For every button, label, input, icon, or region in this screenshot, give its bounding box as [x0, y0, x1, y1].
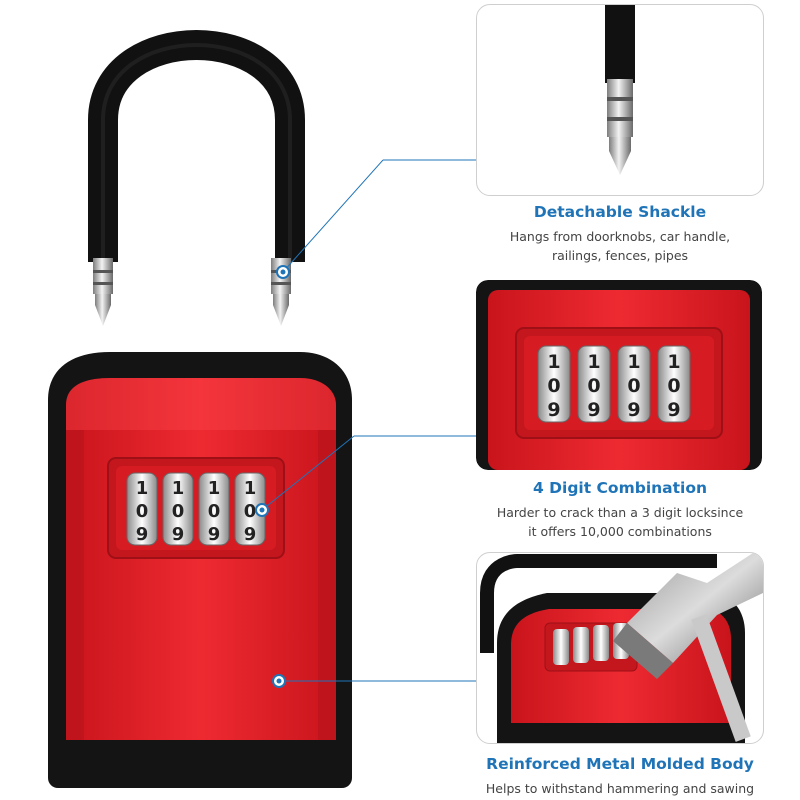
closeup-dial-4: 1 0 9 [657, 345, 691, 423]
detail-panel-shackle [476, 4, 764, 196]
main-lockbox [48, 352, 352, 788]
hammer-test-image [480, 553, 763, 743]
main-dial-3-bot: 9 [208, 524, 221, 545]
svg-text:9: 9 [627, 399, 640, 421]
feature-title: Detachable Shackle [533, 203, 707, 221]
main-dial-4-mid: 0 [244, 501, 257, 522]
svg-text:0: 0 [547, 375, 560, 397]
svg-text:1: 1 [547, 351, 560, 373]
closeup-dial-2: 1 0 9 [577, 345, 611, 423]
main-dial-1-top: 1 [136, 478, 149, 499]
hammer-icon [613, 553, 763, 742]
svg-text:0: 0 [627, 375, 640, 397]
shackle-pin-closeup [605, 5, 635, 175]
main-shackle [88, 30, 305, 326]
callout-line-dial [261, 435, 355, 511]
feature-4-digit-combination: 4 Digit Combination Harder to crack than… [460, 479, 780, 541]
main-dial-1[interactable]: 1 0 9 [126, 472, 158, 546]
feature-desc: Harder to crack than a 3 digit locksince… [496, 505, 744, 539]
dial-closeup: 1 0 9 1 0 9 1 0 9 1 0 9 [476, 280, 762, 470]
main-dial-2-bot: 9 [172, 524, 185, 545]
callout-dots [255, 157, 506, 688]
shackle-pin-left [93, 258, 113, 326]
svg-text:1: 1 [627, 351, 640, 373]
svg-text:9: 9 [547, 399, 560, 421]
feature-detachable-shackle: Detachable Shackle Hangs from doorknobs,… [460, 203, 780, 265]
main-dial-3[interactable]: 1 0 9 [198, 472, 230, 546]
closeup-dial-1: 1 0 9 [537, 345, 571, 423]
svg-text:0: 0 [587, 375, 600, 397]
svg-text:9: 9 [587, 399, 600, 421]
feature-title: 4 Digit Combination [532, 479, 708, 497]
svg-text:1: 1 [587, 351, 600, 373]
main-dials: 1 0 9 1 0 9 1 0 9 1 0 9 [126, 472, 266, 546]
main-dial-1-mid: 0 [136, 501, 149, 522]
main-dial-1-bot: 9 [136, 524, 149, 545]
feature-title: Reinforced Metal Molded Body [486, 755, 754, 773]
svg-text:1: 1 [667, 351, 680, 373]
svg-text:9: 9 [667, 399, 680, 421]
svg-text:0: 0 [667, 375, 680, 397]
detail-panel-dials: 1 0 9 1 0 9 1 0 9 1 0 9 [476, 280, 762, 470]
main-dial-2-mid: 0 [172, 501, 185, 522]
feature-desc: Helps to withstand hammering and sawing [485, 781, 755, 796]
main-dial-2[interactable]: 1 0 9 [162, 472, 194, 546]
detail-panel-hammer [476, 552, 764, 744]
callout-line-shackle [282, 159, 384, 273]
main-dial-4-bot: 9 [244, 524, 257, 545]
main-dial-3-top: 1 [208, 478, 221, 499]
main-dial-2-top: 1 [172, 478, 185, 499]
closeup-dial-3: 1 0 9 [617, 345, 651, 423]
feature-desc: Hangs from doorknobs, car handle, railin… [509, 229, 731, 263]
feature-reinforced-body: Reinforced Metal Molded Body Helps to wi… [460, 755, 780, 798]
main-dial-3-mid: 0 [208, 501, 221, 522]
main-dial-4-top: 1 [244, 478, 257, 499]
